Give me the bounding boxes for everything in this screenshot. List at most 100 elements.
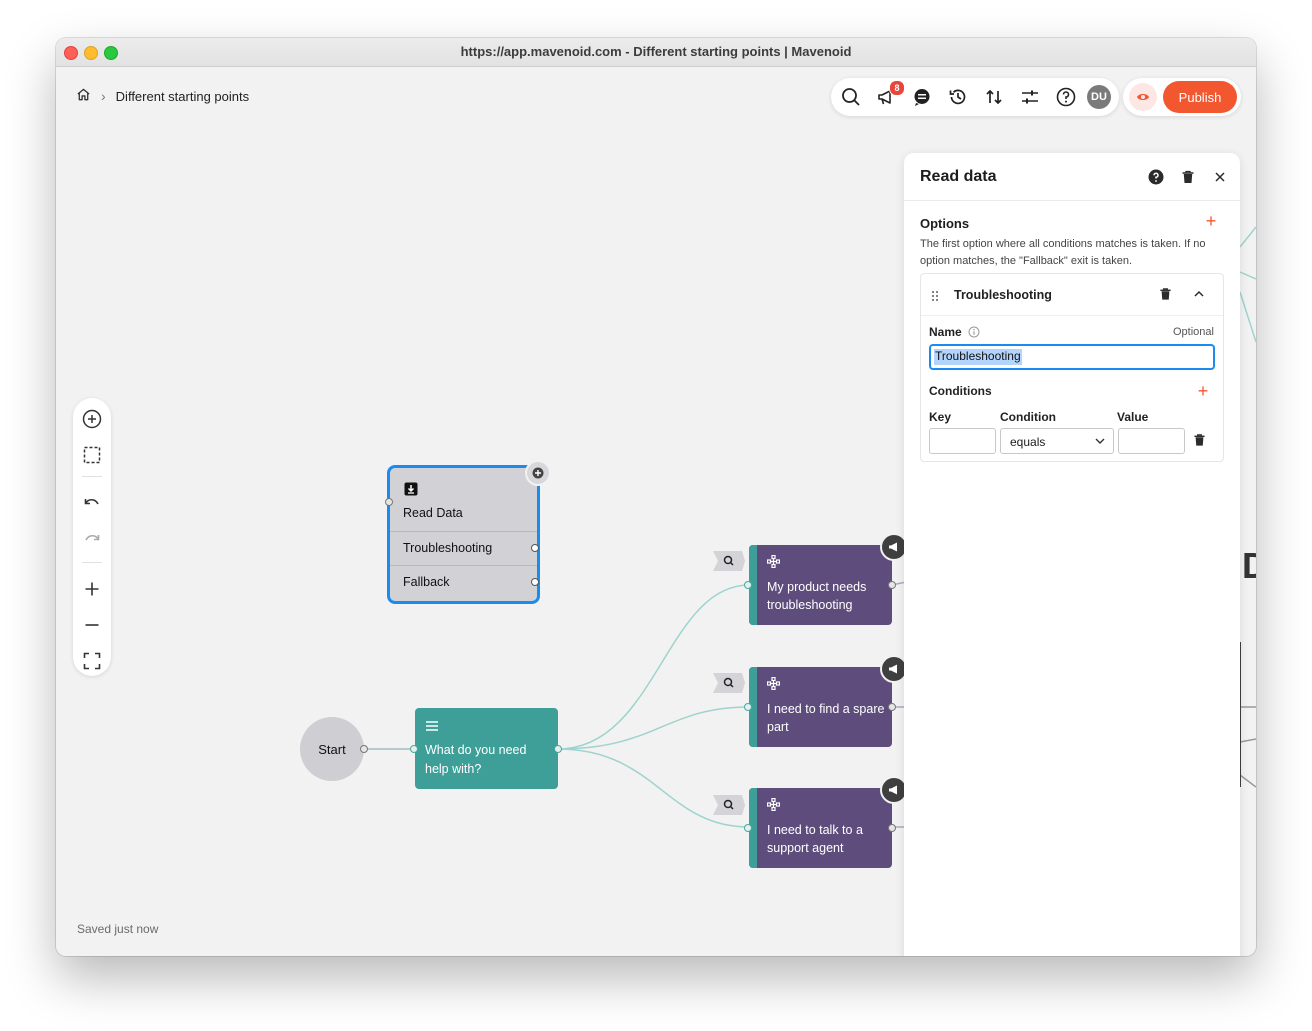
chevron-up-icon xyxy=(1194,290,1204,297)
undo-icon xyxy=(84,498,99,505)
breadcrumb: › Different starting points xyxy=(76,87,249,105)
search-tag-icon[interactable] xyxy=(712,794,746,816)
answer-input-port[interactable] xyxy=(744,581,752,589)
read-data-input-port[interactable] xyxy=(385,498,393,506)
flow-icon xyxy=(766,554,781,573)
eye-icon xyxy=(1137,94,1149,100)
drag-handle-icon[interactable] xyxy=(931,289,939,307)
sort-arrows-icon xyxy=(986,89,1002,105)
start-node[interactable]: Start xyxy=(300,717,368,781)
undo-button[interactable] xyxy=(80,492,104,516)
add-node-button[interactable] xyxy=(80,407,104,431)
condition-selected: equals xyxy=(1010,435,1046,449)
import-export-button[interactable] xyxy=(981,84,1007,110)
history-button[interactable] xyxy=(945,84,971,110)
option-name-input[interactable] xyxy=(929,344,1215,370)
add-node-inline-button[interactable] xyxy=(525,460,551,486)
condition-label: Condition xyxy=(1000,410,1056,424)
conditions-label: Conditions xyxy=(929,384,992,398)
options-description: The first option where all conditions ma… xyxy=(920,238,1206,267)
question-input-port[interactable] xyxy=(410,745,418,753)
redo-button[interactable] xyxy=(80,528,104,552)
delete-condition-button[interactable] xyxy=(1193,433,1206,452)
history-icon xyxy=(949,89,966,105)
exit-port[interactable] xyxy=(531,544,539,552)
exit-port[interactable] xyxy=(531,578,539,586)
flow-icon xyxy=(766,797,781,816)
megaphone-icon[interactable] xyxy=(880,655,908,683)
notification-badge: 8 xyxy=(889,80,905,96)
chevron-right-icon: › xyxy=(101,88,106,104)
preview-button[interactable] xyxy=(1129,83,1157,111)
condition-value-input[interactable] xyxy=(1118,428,1185,454)
breadcrumb-current[interactable]: Different starting points xyxy=(115,88,250,104)
chat-button[interactable] xyxy=(909,84,935,110)
window-minimize-button[interactable] xyxy=(84,46,98,60)
select-area-button[interactable] xyxy=(80,443,104,467)
collapse-option-button[interactable] xyxy=(1193,287,1205,305)
edge-to-answer-3 xyxy=(557,748,750,828)
condition-key-input[interactable] xyxy=(929,428,996,454)
options-title: Options xyxy=(920,216,970,231)
announcements-button[interactable]: 8 xyxy=(873,80,905,110)
info-icon[interactable] xyxy=(968,325,980,343)
answer-node-troubleshooting[interactable]: My product needs troubleshooting xyxy=(744,533,908,625)
close-icon xyxy=(1215,172,1225,182)
trash-icon xyxy=(1194,434,1205,446)
window-maximize-button[interactable] xyxy=(104,46,118,60)
panel-delete-button[interactable] xyxy=(1179,168,1197,186)
panel-help-button[interactable] xyxy=(1147,168,1165,186)
answer-input-port[interactable] xyxy=(744,703,752,711)
read-data-title: Read Data xyxy=(403,506,463,520)
window-title: https://app.mavenoid.com - Different sta… xyxy=(460,44,852,59)
read-data-node[interactable]: Read Data Troubleshooting Fallback xyxy=(385,460,551,604)
delete-option-button[interactable] xyxy=(1159,287,1172,306)
value-label: Value xyxy=(1117,410,1149,424)
panel-close-button[interactable] xyxy=(1211,168,1229,186)
question-circle-icon xyxy=(1056,87,1076,107)
answer-output-port[interactable] xyxy=(888,581,896,589)
fullscreen-icon xyxy=(83,652,101,670)
zoom-in-button[interactable] xyxy=(80,577,104,601)
search-button[interactable] xyxy=(838,84,864,110)
home-icon[interactable] xyxy=(76,87,91,105)
answer-label: I need to find a spare part xyxy=(767,702,885,734)
answer-label: I need to talk to a support agent xyxy=(767,823,863,855)
read-data-exit-fallback: Fallback xyxy=(390,565,539,599)
answer-label: My product needs troubleshooting xyxy=(767,580,867,612)
add-condition-button[interactable]: + xyxy=(1197,381,1209,401)
option-name[interactable]: Troubleshooting xyxy=(954,288,1052,302)
answer-output-port[interactable] xyxy=(888,703,896,711)
editor-toolbar: 8 DU xyxy=(831,78,1119,116)
answer-input-port[interactable] xyxy=(744,824,752,832)
question-output-port[interactable] xyxy=(554,745,562,753)
flow-canvas[interactable]: › Different starting points 8 xyxy=(56,67,1256,956)
condition-select[interactable]: equals xyxy=(1000,428,1114,454)
connection-lines xyxy=(364,226,1256,956)
download-box-icon xyxy=(404,482,418,496)
option-card: Troubleshooting Name Optional Troublesho… xyxy=(920,273,1224,462)
help-button[interactable] xyxy=(1053,84,1079,110)
zoom-out-button[interactable] xyxy=(80,613,104,637)
megaphone-icon[interactable] xyxy=(880,533,908,561)
name-optional: Optional xyxy=(1173,326,1214,338)
window-close-button[interactable] xyxy=(64,46,78,60)
panel-title: Read data xyxy=(920,168,997,185)
fit-view-button[interactable] xyxy=(80,649,104,673)
search-tag-icon[interactable] xyxy=(712,672,746,694)
megaphone-icon xyxy=(878,90,891,105)
add-option-button[interactable]: + xyxy=(1205,211,1217,231)
publish-group: Publish xyxy=(1123,78,1241,116)
answer-node-support-agent[interactable]: I need to talk to a support agent xyxy=(744,776,908,868)
plus-circle-icon xyxy=(82,409,102,429)
search-tag-icon[interactable] xyxy=(712,550,746,572)
avatar[interactable]: DU xyxy=(1087,85,1111,109)
answer-output-port[interactable] xyxy=(888,824,896,832)
flow-icon xyxy=(766,676,781,695)
start-output-port[interactable] xyxy=(360,745,368,753)
publish-button[interactable]: Publish xyxy=(1163,81,1237,113)
answer-node-spare-part[interactable]: I need to find a spare part xyxy=(744,655,908,747)
chat-icon xyxy=(914,89,930,106)
question-node[interactable]: What do you need help with? xyxy=(410,708,562,789)
settings-button[interactable] xyxy=(1017,84,1043,110)
